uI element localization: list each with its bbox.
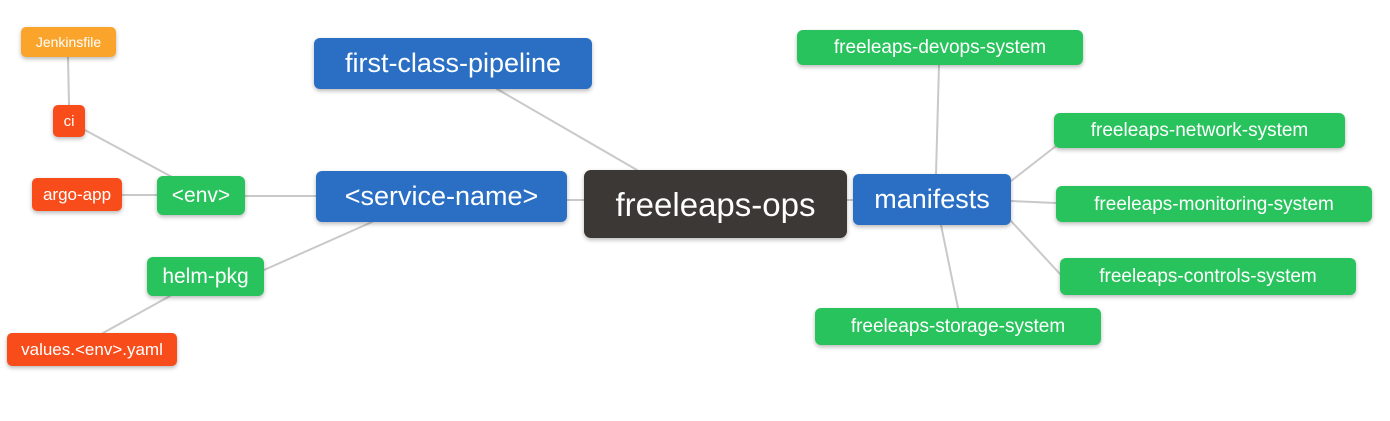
node-values-env-yaml[interactable]: values.<env>.yaml <box>7 333 177 366</box>
edge-jenkinsfile-ci <box>67 56 70 106</box>
node-monitoring-system[interactable]: freeleaps-monitoring-system <box>1056 186 1372 222</box>
edge-ci-env <box>82 128 173 178</box>
node-argo-app[interactable]: argo-app <box>32 178 122 211</box>
node-devops-system[interactable]: freeleaps-devops-system <box>797 30 1083 65</box>
edge-helm-pkg-values <box>102 295 171 334</box>
node-helm-pkg[interactable]: helm-pkg <box>147 257 264 296</box>
edge-manifests-storage <box>940 224 959 309</box>
node-ci[interactable]: ci <box>53 105 85 137</box>
node-jenkinsfile[interactable]: Jenkinsfile <box>21 27 116 57</box>
edge-manifests-network <box>1010 145 1057 182</box>
edge-manifests-controls <box>1010 220 1061 275</box>
node-env[interactable]: <env> <box>157 176 245 215</box>
node-manifests[interactable]: manifests <box>853 174 1011 225</box>
node-first-class-pipeline[interactable]: first-class-pipeline <box>314 38 592 89</box>
edge-fcp-root <box>496 88 638 171</box>
edge-manifests-devops <box>935 64 940 175</box>
node-service-name[interactable]: <service-name> <box>316 171 567 222</box>
edge-manifests-monitoring <box>1010 200 1057 204</box>
node-freeleaps-ops-root[interactable]: freeleaps-ops <box>584 170 847 238</box>
node-controls-system[interactable]: freeleaps-controls-system <box>1060 258 1356 295</box>
edge-service-name-helm-pkg <box>263 221 373 271</box>
node-network-system[interactable]: freeleaps-network-system <box>1054 113 1345 148</box>
node-storage-system[interactable]: freeleaps-storage-system <box>815 308 1101 345</box>
